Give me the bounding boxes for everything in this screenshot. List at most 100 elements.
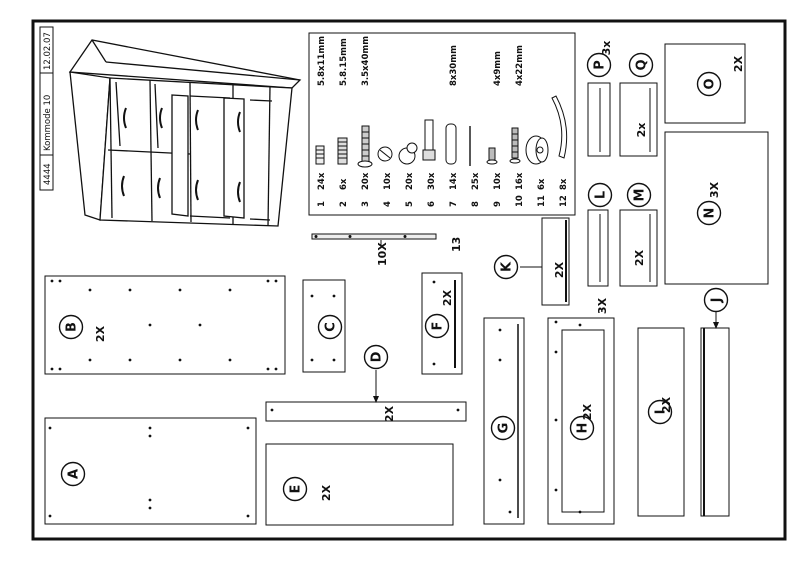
part-quantity: 2X [320,484,333,501]
part-label-O: O2X [696,55,745,97]
part-label-J: J [703,287,729,313]
drill-hole [246,426,250,430]
panel-B [44,275,286,375]
part-letter: C [324,322,339,332]
drill-hole [178,288,182,292]
part-label-M: M2X [626,182,652,266]
hardware-quantity: 30x [427,172,437,190]
hardware-quantity: 6x [339,178,349,190]
part-label-P: P 3x [586,41,613,78]
part-quantity: 2X [553,261,566,278]
part-label-D: D 2X [363,344,396,422]
hardware-number: 4 [383,201,393,207]
part-label-circle [58,314,84,340]
hardware-box [308,32,576,216]
panel-Q [619,82,658,157]
part-quantity: 2X [383,405,396,422]
part-quantity: 2X [581,403,594,420]
hardware-number: 10 [515,195,525,207]
part-letter: P [593,60,608,70]
hardware-quantity: 16x [515,172,525,190]
rail-quantity: 10X [376,242,389,266]
drill-hole [148,426,152,430]
drill-hole [88,288,92,292]
part-label-circle [628,52,654,78]
drill-hole [88,358,92,362]
part-label-circle [587,182,613,208]
part-quantity: 3X [596,297,609,314]
hardware-quantity: 24x [317,172,327,190]
drill-hole [498,478,502,482]
hardware-quantity: 10x [493,172,503,190]
drill-hole [554,320,558,324]
drill-hole [148,323,152,327]
drill-hole [148,498,152,502]
drill-hole [456,408,460,412]
part-quantity: 3x [600,41,613,56]
part-label-circle [696,71,722,97]
hardware-quantity: 20x [361,172,371,190]
hardware-size: 5.8x11mm [317,36,327,86]
drill-hole [48,514,52,518]
drawing-date: 12.02.07 [43,32,53,70]
part-label-circle [647,399,673,425]
part-label-H: H2X [569,403,595,441]
part-label-circle [493,254,519,280]
drill-hole [58,279,62,283]
drill-hole [498,358,502,362]
hardware-quantity: 8x [559,178,569,190]
hardware-number: 8 [471,201,481,207]
drill-hole [48,426,52,430]
part-letter: D [370,351,385,362]
product-name: Kommode 10 [43,95,53,151]
part-letter: N [703,208,718,219]
drill-hole [508,510,512,514]
drill-hole [128,358,132,362]
hardware-number: 7 [449,201,459,207]
part-letter: K [500,261,515,272]
part-label-E: E 2X [282,476,333,502]
part-label-circle [703,287,729,313]
hardware-list: 124x5.8x11mm26x5.8.15mm320x3.5x40mm410x5… [317,36,569,207]
part-label-circle [490,415,516,441]
hardware-number: 6 [427,201,437,207]
drill-hole [310,358,314,362]
panel-L [587,209,609,287]
drill-hole [50,279,54,283]
drill-hole [578,323,582,327]
drawer-rail-13: 13 10X [311,233,463,266]
part-label-circle [569,415,595,441]
drill-hole [228,288,232,292]
panel-K [520,217,570,306]
part-letter: A [67,469,82,479]
part-quantity: 2x [635,123,648,138]
part-quantity: 2X [660,396,673,413]
drill-hole [432,280,436,284]
hardware-number: 12 [559,195,569,207]
title-block: 4444 Kommode 10 12.02.07 [39,26,54,191]
part-letter: E [289,485,304,494]
part-quantity: 2X [94,325,107,342]
drill-hole [198,323,202,327]
panel-M [619,209,658,287]
panel-P [587,82,611,157]
part-label-F: F2X [424,289,454,339]
drill-hole [554,418,558,422]
part-letter: F [431,322,446,331]
part-label-circle [317,314,343,340]
hardware-quantity: 20x [405,172,415,190]
drill-hole [432,362,436,366]
hardware-number: 5 [405,201,415,207]
hardware-number: 11 [537,195,547,207]
panel-J [700,308,730,517]
hardware-quantity: 10x [383,172,393,190]
part-label-circle [60,461,86,487]
hardware-item: 4 10x [383,172,393,207]
drill-hole [246,514,250,518]
